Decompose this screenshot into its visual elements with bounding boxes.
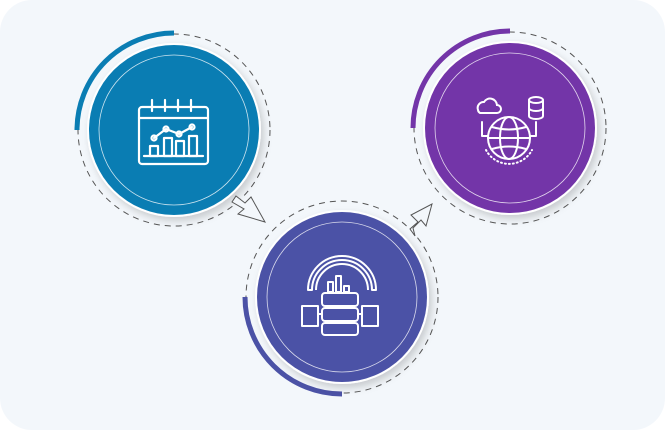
progress-arc xyxy=(242,296,343,397)
step-3-circle xyxy=(425,43,595,213)
globe-cloud-database-icon xyxy=(476,96,544,165)
arrow-up-right-icon xyxy=(409,203,433,237)
step-1-node xyxy=(74,30,271,227)
calendar-chart-icon xyxy=(137,98,210,166)
step-1-circle xyxy=(89,45,259,215)
server-gear-icon xyxy=(301,255,379,336)
progress-arc xyxy=(410,28,511,129)
step-3-node xyxy=(410,28,607,225)
step-2-node xyxy=(242,200,439,397)
progress-arc xyxy=(74,30,175,131)
arrow-down-right-icon xyxy=(231,195,267,223)
step-2-circle xyxy=(257,212,427,382)
